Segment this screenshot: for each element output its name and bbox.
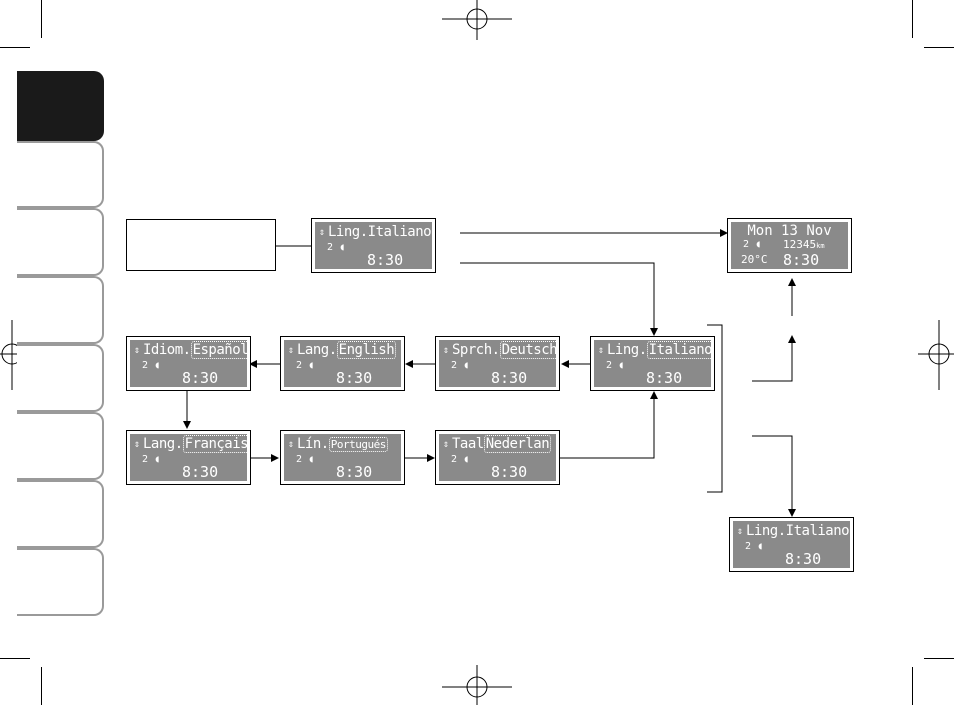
odometer-value: 12345 xyxy=(783,238,816,251)
menu-label: Ling. xyxy=(328,224,368,240)
menu-value: Español xyxy=(191,341,247,359)
up-down-arrow-icon: ⇕ xyxy=(598,345,607,356)
lcd-screen-english: ⇕Lang.English 2 ◖ 8:30 xyxy=(280,336,405,391)
menu-value: Portugués xyxy=(329,437,388,452)
menu-label: Lang. xyxy=(143,436,183,452)
odometer-unit: km xyxy=(816,242,824,250)
clock-time: 8:30 xyxy=(367,251,403,269)
volume-level: 2 xyxy=(296,454,302,465)
up-down-arrow-icon: ⇕ xyxy=(443,439,452,450)
speaker-icon: ◖ xyxy=(308,360,314,371)
up-down-arrow-icon: ⇕ xyxy=(288,345,297,356)
menu-label: Lín. xyxy=(297,436,329,452)
lcd-screen-result: ⇕Ling.Italiano 2 ◖ 8:30 xyxy=(729,517,854,572)
speaker-icon: ◖ xyxy=(618,360,624,371)
lcd-screen-date: Mon 13 Nov 2 ◖ 12345km 20°C 8:30 xyxy=(727,218,852,273)
speaker-icon: ◖ xyxy=(339,242,345,253)
volume-level: 2 xyxy=(745,541,751,552)
volume-level: 2 xyxy=(142,454,148,465)
up-down-arrow-icon: ⇕ xyxy=(737,526,746,537)
volume-level: 2 xyxy=(142,360,148,371)
menu-label: Ling. xyxy=(607,342,647,358)
menu-value: English xyxy=(337,341,397,359)
up-down-arrow-icon: ⇕ xyxy=(134,345,143,356)
speaker-icon: ◖ xyxy=(154,454,160,465)
temperature-value: 20°C xyxy=(741,253,768,266)
menu-label: Lang. xyxy=(297,342,337,358)
clock-time: 8:30 xyxy=(182,369,218,387)
menu-label: Idiom. xyxy=(143,342,191,358)
clock-time: 8:30 xyxy=(336,369,372,387)
speaker-icon: ◖ xyxy=(308,454,314,465)
volume-level: 2 xyxy=(451,454,457,465)
menu-value: Italiano xyxy=(368,224,431,240)
speaker-icon: ◖ xyxy=(463,360,469,371)
lcd-screen-francais: ⇕Lang.Français 2 ◖ 8:30 xyxy=(126,430,251,485)
volume-level: 2 xyxy=(296,360,302,371)
speaker-icon: ◖ xyxy=(154,360,160,371)
clock-time: 8:30 xyxy=(182,463,218,481)
clock-time: 8:30 xyxy=(783,251,819,269)
menu-value: Italiano xyxy=(647,341,711,359)
menu-label: Sprch. xyxy=(452,342,500,358)
menu-label: Ling. xyxy=(746,523,786,539)
menu-label: Taal xyxy=(452,436,484,452)
menu-value: Italiano xyxy=(786,523,849,539)
clock-time: 8:30 xyxy=(336,463,372,481)
clock-time: 8:30 xyxy=(785,550,821,568)
clock-time: 8:30 xyxy=(491,463,527,481)
menu-value: Français xyxy=(183,435,247,453)
speaker-icon: ◖ xyxy=(463,454,469,465)
up-down-arrow-icon: ⇕ xyxy=(319,227,328,238)
up-down-arrow-icon: ⇕ xyxy=(443,345,452,356)
menu-value: Deutsch xyxy=(500,341,556,359)
volume-level: 2 xyxy=(451,360,457,371)
lcd-screen-espanol: ⇕Idiom.Español 2 ◖ 8:30 xyxy=(126,336,251,391)
volume-level: 2 xyxy=(327,242,333,253)
lcd-screen-deutsch: ⇕Sprch.Deutsch 2 ◖ 8:30 xyxy=(435,336,560,391)
volume-level: 2 xyxy=(743,239,749,250)
speaker-icon: ◖ xyxy=(757,541,763,552)
volume-level: 2 xyxy=(606,360,612,371)
clock-time: 8:30 xyxy=(646,369,682,387)
up-down-arrow-icon: ⇕ xyxy=(288,439,297,450)
clock-time: 8:30 xyxy=(491,369,527,387)
menu-value: Nederlan xyxy=(484,435,551,453)
lcd-screen-portugues: ⇕Lín.Portugués 2 ◖ 8:30 xyxy=(280,430,405,485)
lcd-screen-italiano: ⇕Ling.Italiano 2 ◖ 8:30 xyxy=(590,336,715,391)
speaker-icon: ◖ xyxy=(755,239,761,250)
date-text: Mon 13 Nov xyxy=(731,223,848,239)
up-down-arrow-icon: ⇕ xyxy=(134,439,143,450)
lcd-screen-start: ⇕Ling.Italiano 2 ◖ 8:30 xyxy=(311,218,436,273)
